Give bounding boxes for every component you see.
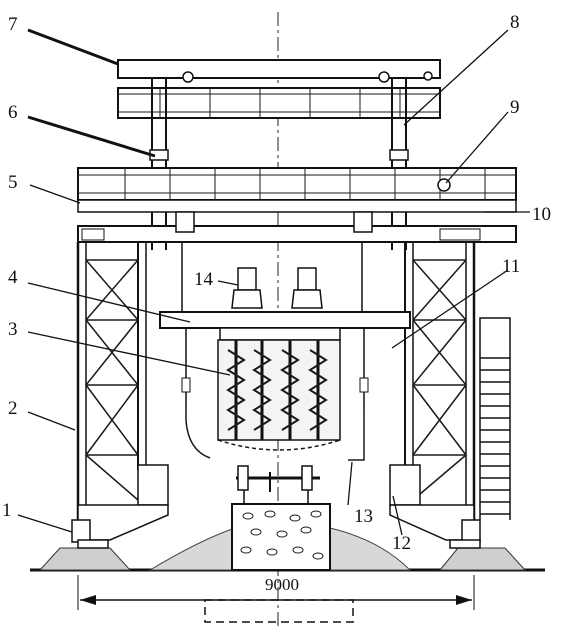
wheelset bbox=[236, 465, 320, 504]
callout-12: 12 bbox=[392, 533, 411, 554]
dimension-9000 bbox=[77, 575, 475, 610]
right-leg bbox=[389, 242, 481, 549]
dimension-label: 9000 bbox=[265, 575, 299, 594]
motors bbox=[231, 267, 323, 309]
callout-14: 14 bbox=[194, 269, 214, 290]
leader-lines bbox=[17, 28, 530, 536]
callout-9: 9 bbox=[510, 97, 520, 118]
vibro-crossbeam bbox=[159, 242, 411, 341]
left-leg bbox=[71, 242, 169, 549]
main-girder bbox=[77, 167, 517, 213]
callout-labels: 7 8 6 9 5 10 4 11 14 3 2 13 12 1 bbox=[2, 12, 551, 554]
callout-2: 2 bbox=[8, 398, 18, 419]
upper-frame bbox=[117, 87, 441, 119]
callout-1: 1 bbox=[2, 500, 12, 521]
lower-girder bbox=[77, 211, 517, 243]
top-beam bbox=[117, 59, 441, 83]
callout-4: 4 bbox=[8, 267, 18, 288]
callout-10: 10 bbox=[532, 204, 551, 225]
callout-13: 13 bbox=[354, 506, 373, 527]
callout-5: 5 bbox=[8, 172, 18, 193]
callout-6: 6 bbox=[8, 102, 18, 123]
hoist-ropes bbox=[181, 328, 369, 461]
callout-7: 7 bbox=[8, 14, 18, 35]
callout-8: 8 bbox=[510, 12, 520, 33]
callout-3: 3 bbox=[8, 319, 18, 340]
vibrator-assembly bbox=[217, 339, 341, 451]
concrete-block bbox=[204, 503, 354, 623]
callout-11: 11 bbox=[502, 256, 520, 277]
ladder bbox=[479, 317, 511, 520]
ground bbox=[30, 527, 545, 572]
